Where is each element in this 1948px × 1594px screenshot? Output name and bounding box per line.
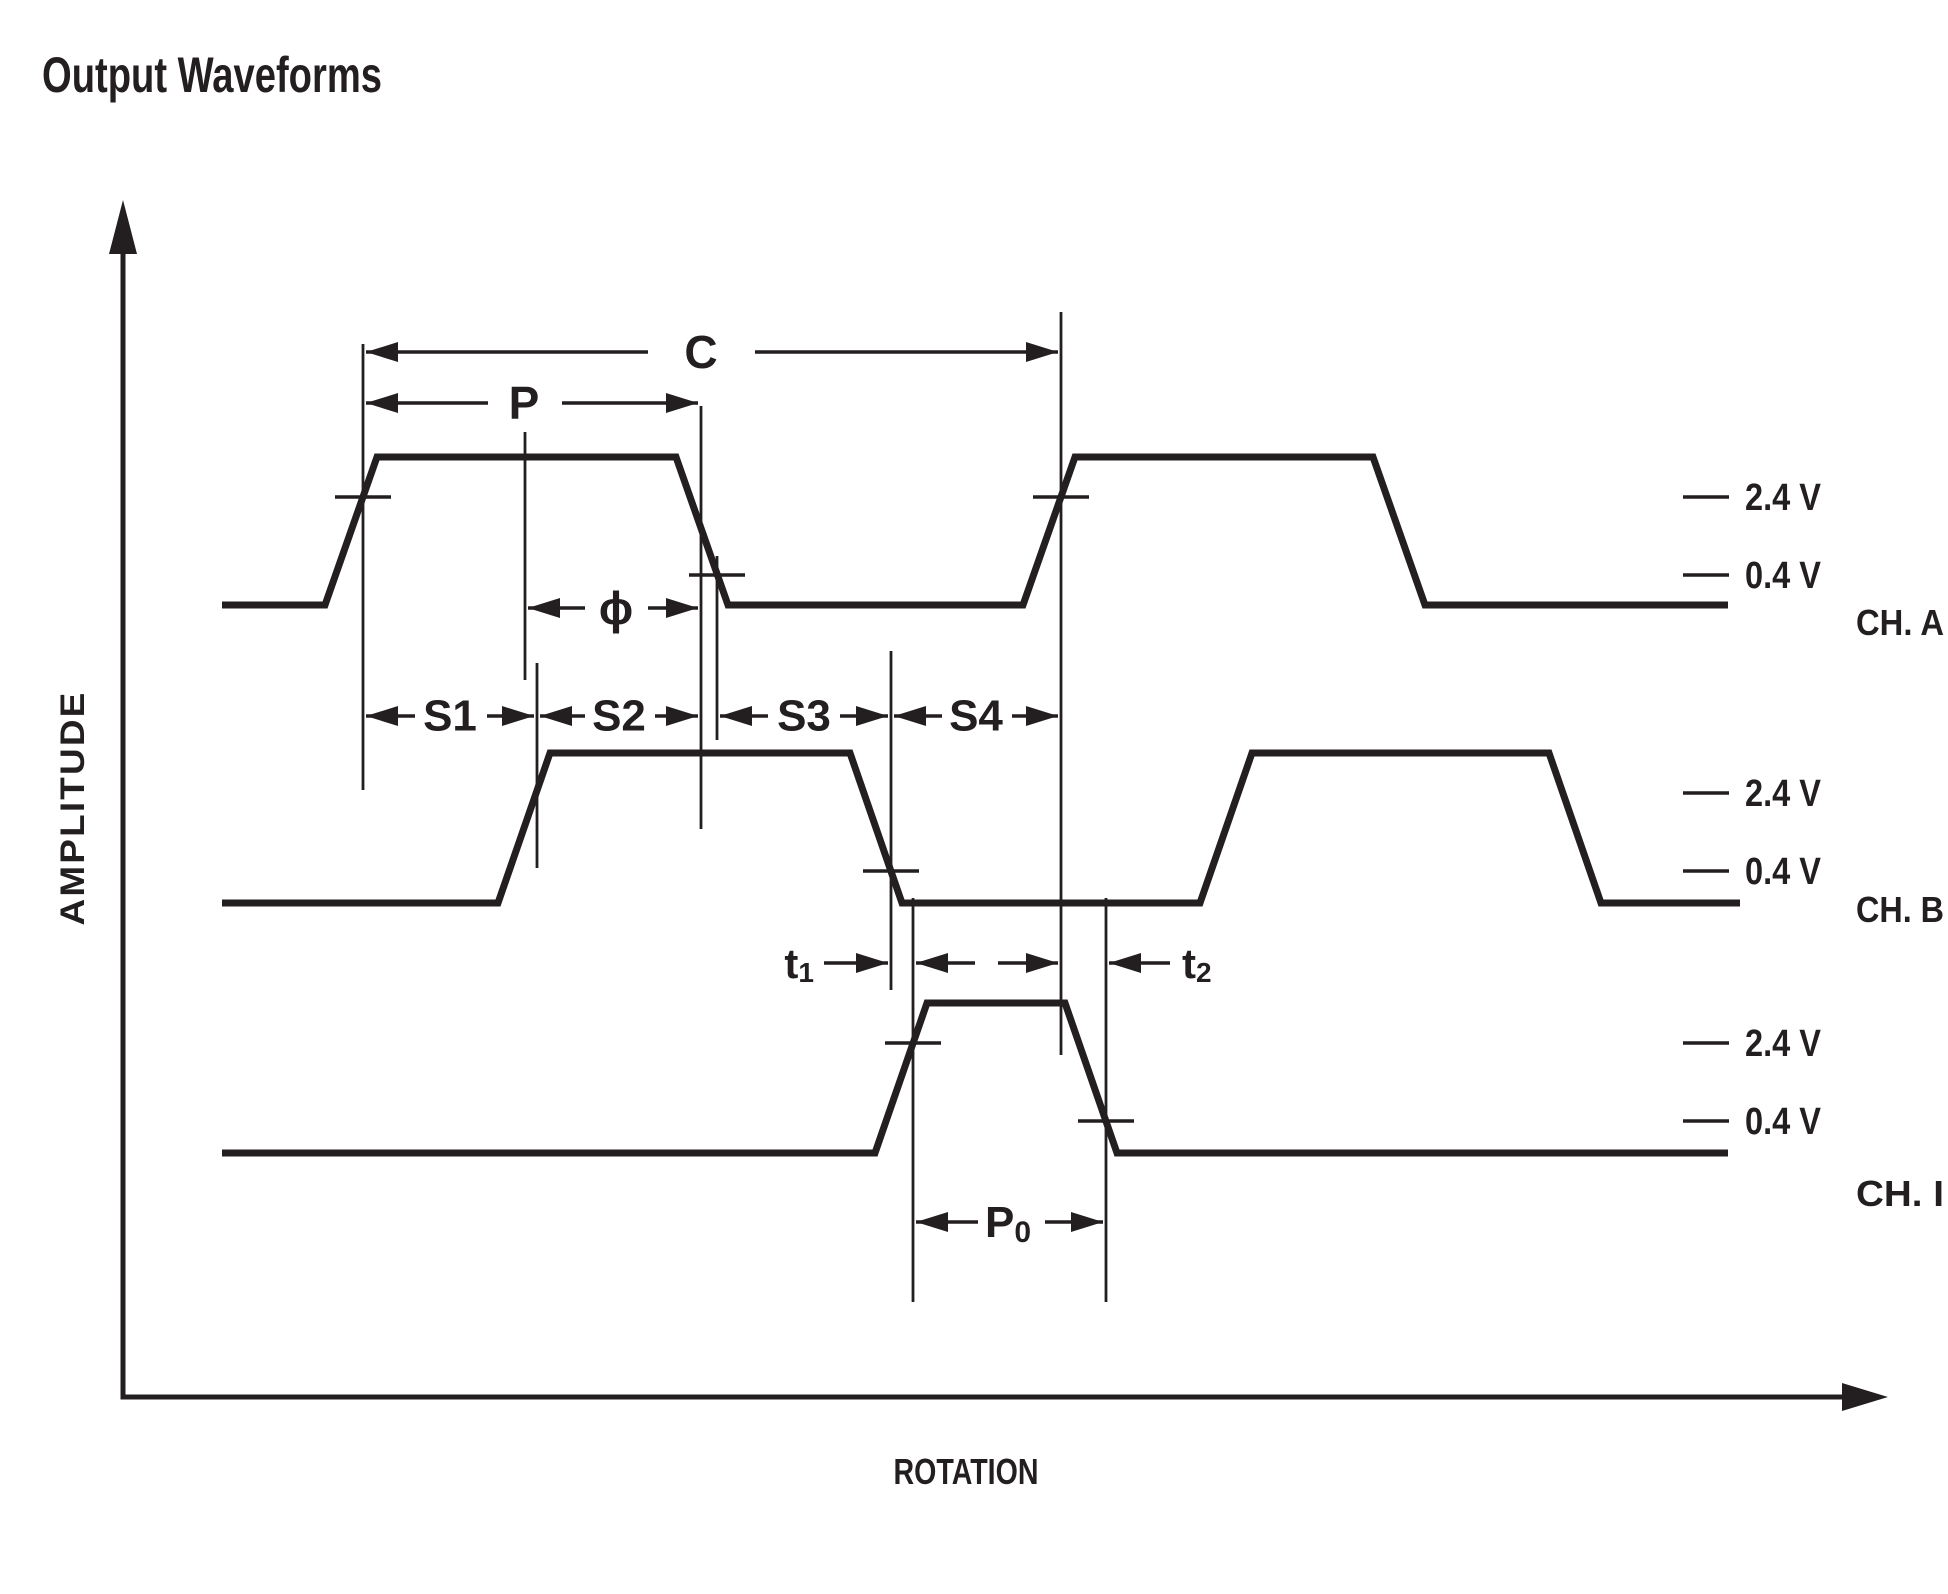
dimension-t-row: t1 t2	[784, 940, 1211, 988]
s4-label: S4	[949, 692, 1003, 741]
p-label: P	[509, 377, 540, 429]
cha-24v-label: 2.4 V	[1745, 477, 1822, 519]
channel-b-waveform	[222, 749, 1740, 907]
chi-04v-label: 0.4 V	[1745, 1101, 1822, 1143]
s1-label: S1	[423, 692, 477, 741]
channel-a-name: CH. A	[1856, 602, 1944, 643]
t1-label-sub: 1	[798, 957, 814, 988]
t2-label-main: t	[1182, 940, 1196, 987]
x-axis-label: ROTATION	[894, 1451, 1039, 1492]
dimension-p0: P0	[916, 1198, 1103, 1249]
p0-label-main: P	[985, 1198, 1014, 1247]
chb-04v-label: 0.4 V	[1745, 851, 1822, 893]
t1-label-main: t	[784, 940, 798, 987]
x-axis-arrowhead-icon	[1842, 1383, 1888, 1411]
phi-label: ϕ	[599, 582, 633, 634]
channel-b: 2.4 V 0.4 V CH. B	[222, 749, 1944, 930]
channel-a-waveform	[222, 453, 1728, 609]
channel-i: 2.4 V 0.4 V CH. I	[222, 999, 1944, 1214]
figure-title: Output Waveforms	[42, 47, 382, 103]
dimension-p: P	[366, 377, 698, 429]
channel-i-name: CH. I	[1856, 1173, 1944, 1214]
dimension-s-row: S1 S2 S3 S4	[366, 692, 1058, 741]
s2-label: S2	[592, 692, 646, 741]
y-axis-label: AMPLITUDE	[54, 691, 92, 926]
channel-a: 2.4 V 0.4 V CH. A	[222, 453, 1944, 643]
y-axis-arrowhead-icon	[109, 200, 137, 254]
p0-label-sub: 0	[1014, 1216, 1031, 1249]
channel-b-name: CH. B	[1856, 889, 1944, 930]
p0-label: P0	[985, 1198, 1031, 1249]
axis-lines	[120, 252, 1844, 1400]
s3-label: S3	[777, 692, 831, 741]
reference-lines	[361, 312, 1108, 1302]
chb-24v-label: 2.4 V	[1745, 773, 1822, 815]
t2-label-sub: 2	[1196, 957, 1212, 988]
t1-label: t1	[784, 940, 814, 988]
c-label: C	[684, 326, 717, 378]
channel-i-waveform	[222, 999, 1728, 1157]
dimension-c: C	[366, 326, 1058, 378]
dimension-phi: ϕ	[528, 582, 698, 634]
axes: AMPLITUDE ROTATION	[54, 200, 1888, 1492]
t2-label: t2	[1182, 940, 1212, 988]
chi-24v-label: 2.4 V	[1745, 1023, 1822, 1065]
cha-04v-label: 0.4 V	[1745, 555, 1822, 597]
